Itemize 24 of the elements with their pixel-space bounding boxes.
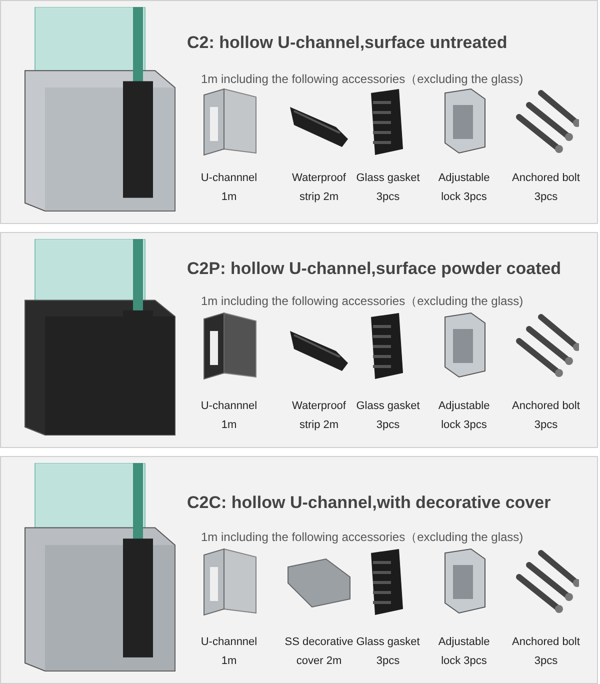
product-panel — [0, 456, 598, 684]
accessory-caption: Anchored bolt 3pcs — [511, 171, 581, 205]
accessory-caption: Adjustable lock 3pcs — [437, 635, 491, 669]
product-panel — [0, 0, 598, 224]
accessories-note: 1m including the following accessories（excluding the glass) — [201, 71, 524, 88]
product-title: C2P: hollow U-channel,surface powder coated — [187, 259, 562, 279]
accessory-caption: Adjustable lock 3pcs — [437, 171, 491, 205]
accessories-note: 1m including the following accessories（excluding the glass) — [201, 293, 524, 310]
accessory-caption: U-channnel 1m — [200, 171, 258, 205]
accessory-caption: Anchored bolt 3pcs — [511, 635, 581, 669]
product-panel — [0, 232, 598, 448]
accessory-caption: Anchored bolt 3pcs — [511, 399, 581, 433]
accessory-caption: Adjustable lock 3pcs — [437, 399, 491, 433]
accessory-caption: Waterproof strip 2m — [290, 399, 347, 433]
accessory-caption: Glass gasket 3pcs — [355, 171, 421, 205]
product-title: C2C: hollow U-channel,with decorative cover — [187, 493, 552, 513]
accessory-caption: Glass gasket 3pcs — [355, 399, 421, 433]
product-title: C2: hollow U-channel,surface untreated — [187, 33, 508, 53]
accessory-caption: U-channnel 1m — [200, 399, 258, 433]
accessories-note: 1m including the following accessories（excluding the glass) — [201, 529, 524, 546]
accessory-caption: U-channnel 1m — [200, 635, 258, 669]
accessory-caption: Glass gasket 3pcs — [355, 635, 421, 669]
accessory-caption: SS decorative cover 2m — [284, 635, 354, 669]
accessory-caption: Waterproof strip 2m — [290, 171, 347, 205]
